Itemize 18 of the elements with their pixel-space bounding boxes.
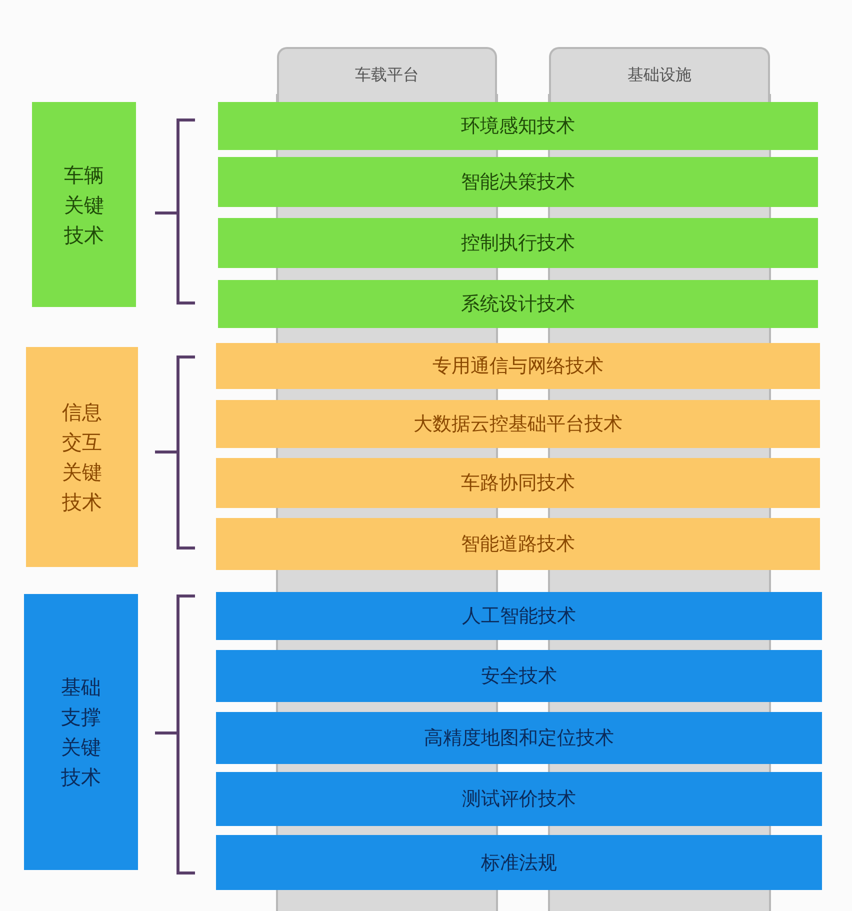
technology-band: 智能决策技术 xyxy=(218,157,818,207)
technology-band: 高精度地图和定位技术 xyxy=(216,712,822,764)
technology-band: 人工智能技术 xyxy=(216,592,822,640)
category-box: 基础支撑关键技术 xyxy=(24,594,138,870)
column-header-panel: 车载平台 xyxy=(277,47,497,102)
category-box: 车辆关键技术 xyxy=(32,102,136,307)
technology-band: 安全技术 xyxy=(216,650,822,702)
technology-band: 智能道路技术 xyxy=(216,518,820,570)
technology-band: 大数据云控基础平台技术 xyxy=(216,400,820,448)
technology-band: 专用通信与网络技术 xyxy=(216,343,820,389)
technology-band: 车路协同技术 xyxy=(216,458,820,508)
category-box: 信息交互关键技术 xyxy=(26,347,138,567)
technology-band: 控制执行技术 xyxy=(218,218,818,268)
technology-band: 环境感知技术 xyxy=(218,102,818,150)
technology-band: 标准法规 xyxy=(216,835,822,890)
technology-band: 系统设计技术 xyxy=(218,280,818,328)
technology-band: 测试评价技术 xyxy=(216,772,822,826)
column-header-panel: 基础设施 xyxy=(549,47,770,102)
